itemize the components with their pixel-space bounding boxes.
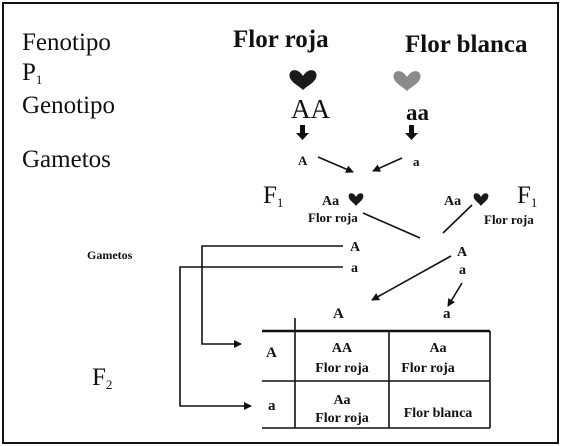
down-arrow-icon bbox=[405, 125, 418, 140]
f1-label-left: F1 bbox=[263, 182, 283, 210]
p1-label: P1 bbox=[22, 59, 42, 87]
red-flower-title: Flor roja bbox=[233, 26, 329, 53]
f1-left-gamete-a: a bbox=[351, 261, 358, 276]
gamete-arrow-to-row-a bbox=[179, 266, 343, 410]
f1-label-right: F1 bbox=[517, 182, 537, 210]
punnett-col-header-A: A bbox=[333, 306, 344, 322]
f1-right-genotype: Aa bbox=[444, 194, 461, 209]
punnett-col-header-a: a bbox=[443, 306, 451, 322]
punnett-cell-aA-genotype: Aa bbox=[333, 393, 350, 408]
genotype-label: Genotipo bbox=[22, 92, 115, 119]
f2-label: F2 bbox=[92, 364, 112, 392]
punnett-row-header-A: A bbox=[266, 345, 277, 361]
punnett-cell-AA-phenotype: Flor roja bbox=[315, 361, 369, 376]
f1-left-phenotype: Flor roja bbox=[308, 210, 358, 225]
f1-left-genotype: Aa bbox=[322, 194, 339, 209]
cross-line bbox=[362, 212, 421, 239]
gamete-arrow-to-col-a bbox=[447, 282, 463, 307]
punnett-cell-aa-phenotype: Flor blanca bbox=[404, 406, 473, 421]
punnett-cell-AA-genotype: AA bbox=[332, 341, 353, 356]
red-flower-icon bbox=[348, 193, 364, 206]
gamete-arrow bbox=[317, 156, 354, 173]
f1-left-gamete-A: A bbox=[350, 240, 361, 255]
red-flower-icon bbox=[473, 193, 489, 206]
white-flower-icon bbox=[393, 71, 421, 91]
punnett-cell-aA-phenotype: Flor roja bbox=[315, 411, 369, 426]
gamete-arrow-to-row-A bbox=[201, 245, 343, 348]
red-genotype: AA bbox=[291, 94, 330, 124]
gamete-arrow bbox=[372, 157, 403, 172]
white-genotype: aa bbox=[406, 100, 430, 125]
punnett-cell-Aa-phenotype: Flor roja bbox=[401, 361, 455, 376]
f1-gametes-label: Gametos bbox=[87, 248, 133, 262]
down-arrow-icon bbox=[296, 125, 309, 140]
f1-right-gamete-a: a bbox=[459, 263, 466, 278]
white-gamete: a bbox=[413, 154, 420, 169]
red-flower-icon bbox=[289, 70, 317, 90]
punnett-cell-Aa-genotype: Aa bbox=[429, 341, 446, 356]
gametes-label: Gametos bbox=[22, 146, 111, 173]
cross-line bbox=[442, 204, 473, 234]
punnett-row-header-a: a bbox=[268, 398, 276, 414]
red-gamete: A bbox=[298, 153, 308, 168]
f1-right-gamete-A: A bbox=[457, 245, 468, 260]
phenotype-label: Fenotipo bbox=[22, 29, 111, 56]
f1-right-phenotype: Flor roja bbox=[484, 212, 534, 227]
punnett-square bbox=[262, 318, 491, 429]
gamete-arrow-to-col-A bbox=[371, 255, 452, 301]
white-flower-title: Flor blanca bbox=[405, 31, 528, 58]
